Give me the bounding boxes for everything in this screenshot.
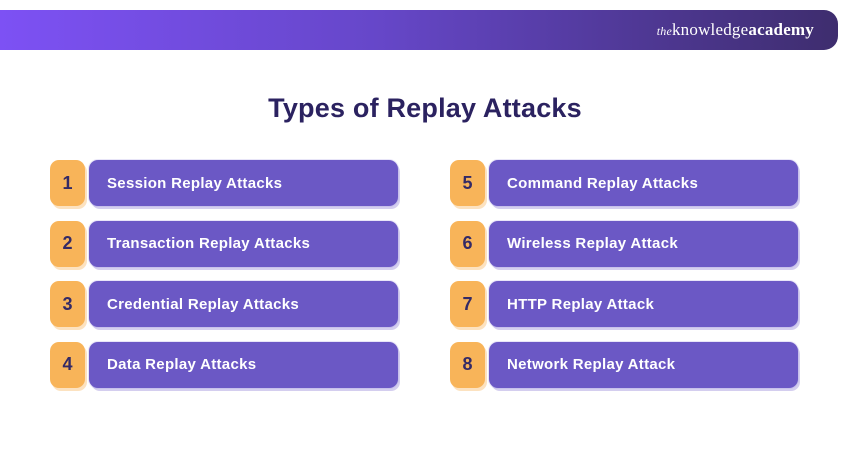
logo-the: the: [656, 24, 672, 38]
list-item: 5 Command Replay Attacks: [450, 160, 798, 206]
item-number-badge: 3: [50, 281, 85, 327]
items-column-left: 1 Session Replay Attacks 2 Transaction R…: [50, 160, 398, 388]
item-number-badge: 7: [450, 281, 485, 327]
item-number-badge: 5: [450, 160, 485, 206]
logo-academy: academy: [748, 20, 814, 39]
item-label-bar: Transaction Replay Attacks: [89, 220, 398, 267]
list-item: 1 Session Replay Attacks: [50, 160, 398, 206]
item-label-bar: Command Replay Attacks: [489, 160, 798, 206]
list-item: 4 Data Replay Attacks: [50, 341, 398, 388]
item-label-bar: Network Replay Attack: [489, 341, 798, 388]
item-label-bar: HTTP Replay Attack: [489, 281, 798, 327]
item-label-bar: Credential Replay Attacks: [89, 281, 398, 327]
list-item: 2 Transaction Replay Attacks: [50, 220, 398, 267]
list-item: 8 Network Replay Attack: [450, 341, 798, 388]
page-title: Types of Replay Attacks: [268, 93, 582, 123]
list-item: 7 HTTP Replay Attack: [450, 281, 798, 327]
item-number-badge: 2: [50, 220, 85, 267]
knowledge-academy-logo: theknowledgeacademy: [657, 20, 814, 40]
list-item: 6 Wireless Replay Attack: [450, 220, 798, 267]
item-number-badge: 1: [50, 160, 85, 206]
items-column-right: 5 Command Replay Attacks 6 Wireless Repl…: [450, 160, 798, 388]
logo-knowledge: knowledge: [671, 20, 749, 39]
header-brand-bar: theknowledgeacademy: [0, 10, 838, 50]
item-label-bar: Data Replay Attacks: [89, 341, 398, 388]
item-number-badge: 6: [450, 220, 485, 267]
item-number-badge: 8: [450, 341, 485, 388]
item-number-badge: 4: [50, 341, 85, 388]
item-label-bar: Session Replay Attacks: [89, 160, 398, 206]
list-item: 3 Credential Replay Attacks: [50, 281, 398, 327]
items-grid: 1 Session Replay Attacks 2 Transaction R…: [50, 160, 798, 388]
item-label-bar: Wireless Replay Attack: [489, 220, 798, 267]
